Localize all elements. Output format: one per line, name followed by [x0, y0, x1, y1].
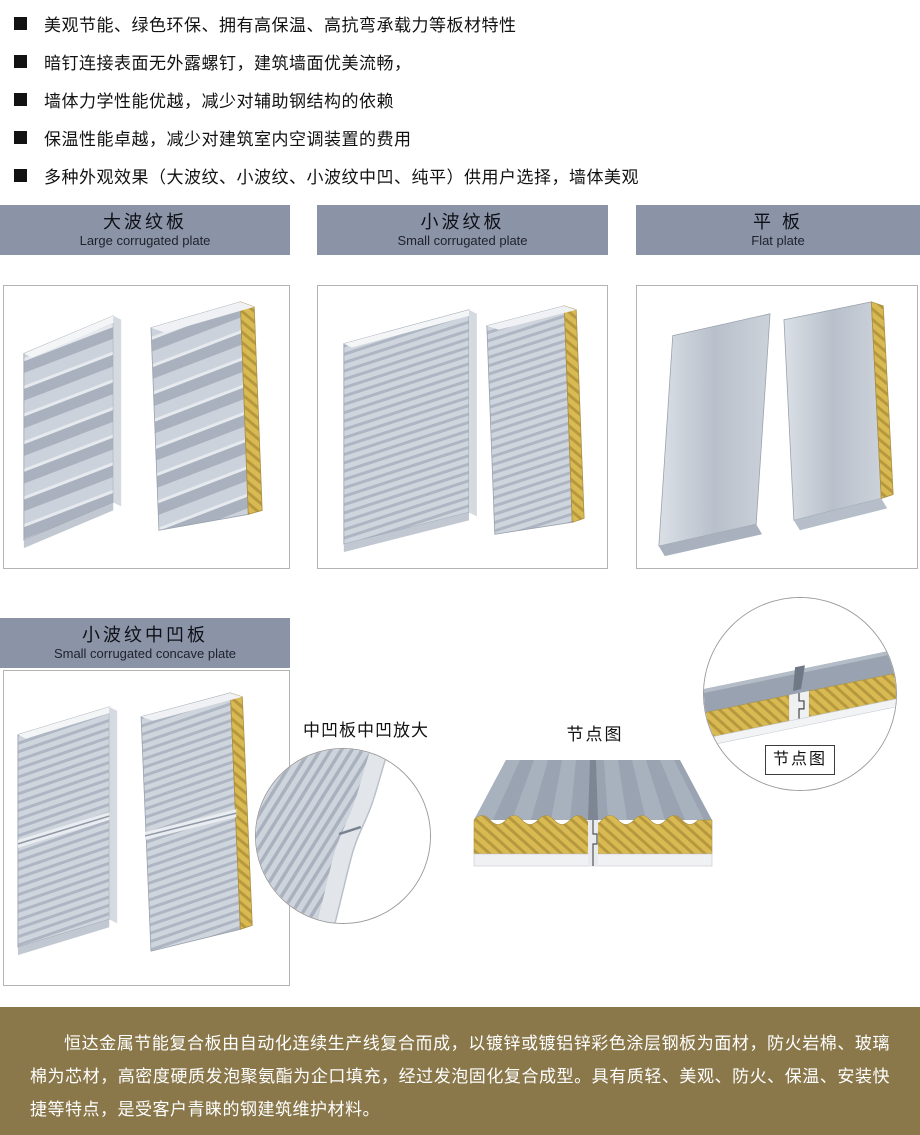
feature-item: 暗钉连接表面无外露螺钉，建筑墙面优美流畅，: [0, 42, 920, 80]
concave-zoom-illustration: [256, 749, 430, 923]
panel-title-cn: 小波纹板: [420, 211, 505, 232]
section-header-concave: 小波纹中凹板 Small corrugated concave plate: [0, 618, 290, 668]
joint-3d-illustration: [473, 760, 713, 867]
panel-title-en: Small corrugated plate: [397, 232, 528, 248]
feature-text: 暗钉连接表面无外露螺钉，建筑墙面优美流畅，: [44, 53, 412, 73]
section-header-small-corrugated: 小波纹板 Small corrugated plate: [317, 205, 608, 255]
flat-panel-illustration: [658, 301, 894, 557]
feature-text: 美观节能、绿色环保、拥有高保温、高抗弯承载力等板材特性: [44, 15, 517, 35]
concave-magnifier-circle: [255, 748, 431, 924]
panel-title-en: Flat plate: [751, 232, 805, 248]
footer-band: 恒达金属节能复合板由自动化连续生产线复合而成，以镀锌或镀铝锌彩色涂层钢板为面材，…: [0, 1007, 920, 1135]
joint-diagram-label: 节点图: [566, 725, 624, 744]
small-corrugated-image-box: [317, 285, 608, 569]
square-bullet-icon: [14, 92, 27, 106]
concave-zoom-label: 中凹板中凹放大: [303, 721, 429, 740]
square-bullet-icon: [14, 168, 27, 182]
feature-item: 美观节能、绿色环保、拥有高保温、高抗弯承载力等板材特性: [0, 4, 920, 42]
small-corrugated-panel-illustration: [343, 305, 585, 553]
square-bullet-icon: [14, 16, 27, 30]
concave-image-box: [3, 670, 290, 986]
footer-text: 恒达金属节能复合板由自动化连续生产线复合而成，以镀锌或镀铝锌彩色涂层钢板为面材，…: [30, 1034, 890, 1119]
panel-title-cn: 小波纹中凹板: [82, 624, 208, 645]
panel-title-cn: 平 板: [752, 211, 803, 232]
feature-item: 墙体力学性能优越，减少对辅助钢结构的依赖: [0, 80, 920, 118]
feature-text: 多种外观效果（大波纹、小波纹、小波纹中凹、纯平）供用户选择，墙体美观: [44, 167, 639, 187]
section-header-large-corrugated: 大波纹板 Large corrugated plate: [0, 205, 290, 255]
feature-item: 保温性能卓越，减少对建筑室内空调装置的费用: [0, 118, 920, 156]
concave-panel-illustration: [17, 692, 253, 956]
panel-title-en: Large corrugated plate: [79, 232, 211, 248]
joint-3d-figure: [468, 746, 720, 882]
panel-title-en: Small corrugated concave plate: [53, 645, 237, 661]
square-bullet-icon: [14, 130, 27, 144]
feature-text: 保温性能卓越，减少对建筑室内空调装置的费用: [44, 129, 412, 149]
feature-text: 墙体力学性能优越，减少对辅助钢结构的依赖: [44, 91, 394, 111]
section-header-flat: 平 板 Flat plate: [636, 205, 920, 255]
joint-right-label: 节点图: [765, 745, 835, 775]
large-corrugated-image-box: [3, 285, 290, 569]
feature-item: 多种外观效果（大波纹、小波纹、小波纹中凹、纯平）供用户选择，墙体美观: [0, 156, 920, 194]
flat-image-box: [636, 285, 918, 569]
large-corrugated-panel-illustration: [23, 301, 263, 549]
square-bullet-icon: [14, 54, 27, 68]
feature-list: 美观节能、绿色环保、拥有高保温、高抗弯承载力等板材特性 暗钉连接表面无外露螺钉，…: [0, 4, 920, 194]
panel-title-cn: 大波纹板: [103, 211, 187, 232]
